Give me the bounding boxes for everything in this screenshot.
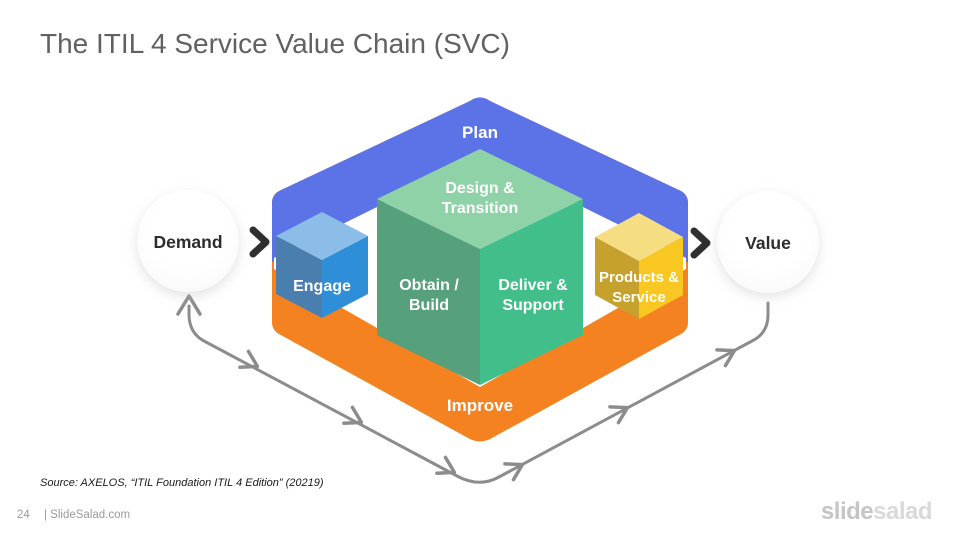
products-cube-left-face (595, 237, 639, 319)
center-cube: Design & Transition Obtain / Build Deliv… (377, 149, 583, 385)
arrow-tick (435, 455, 457, 475)
arrowhead-up (176, 294, 202, 316)
design-transition-label-2: Transition (442, 200, 518, 217)
slide-title: The ITIL 4 Service Value Chain (SVC) (40, 28, 510, 59)
products-service-cube: Products & Service (595, 213, 683, 319)
plan-label: Plan (462, 123, 498, 142)
slidesalad-logo: slidesalad (820, 498, 933, 526)
feedback-loop-path (187, 301, 770, 484)
engage-cube-left-face (276, 236, 322, 318)
chevron-right-icon (690, 227, 711, 259)
source-note: Source: AXELOS, “ITIL Foundation ITIL 4 … (40, 477, 324, 489)
arrow-tick (715, 348, 737, 368)
products-cube-right-face (639, 237, 683, 319)
logo-part-2: salad (873, 498, 932, 525)
arrow-tick (608, 405, 630, 425)
center-cube-left-face (377, 199, 480, 385)
chevron-right-icon (249, 226, 270, 258)
deliver-support-label-1: Deliver & (498, 277, 568, 294)
improve-label: Improve (447, 396, 513, 415)
obtain-build-label-1: Obtain / (399, 277, 459, 294)
arrow-tick (238, 349, 260, 369)
value-node: Value (717, 191, 819, 293)
products-service-label-2: Service (612, 289, 665, 306)
center-cube-right-face (480, 199, 583, 385)
demand-circle (137, 190, 239, 292)
logo-part-1: slide (820, 498, 874, 525)
obtain-build-label-2: Build (409, 297, 449, 314)
value-label: Value (745, 233, 791, 253)
page-number: 24 (17, 509, 30, 521)
arrow-tick (342, 405, 364, 425)
design-transition-label-1: Design & (445, 180, 515, 197)
products-service-label-1: Products & (599, 269, 679, 286)
site-label: | SlideSalad.com (44, 509, 131, 521)
feedback-loop-ticks (176, 294, 737, 482)
engage-label: Engage (293, 278, 351, 295)
engage-cube-right-face (322, 236, 368, 318)
arrow-tick (503, 462, 525, 482)
demand-node: Demand (137, 190, 239, 292)
engage-cube: Engage (276, 212, 368, 318)
value-circle (717, 191, 819, 293)
demand-label: Demand (153, 232, 222, 252)
deliver-support-label-2: Support (502, 297, 564, 314)
